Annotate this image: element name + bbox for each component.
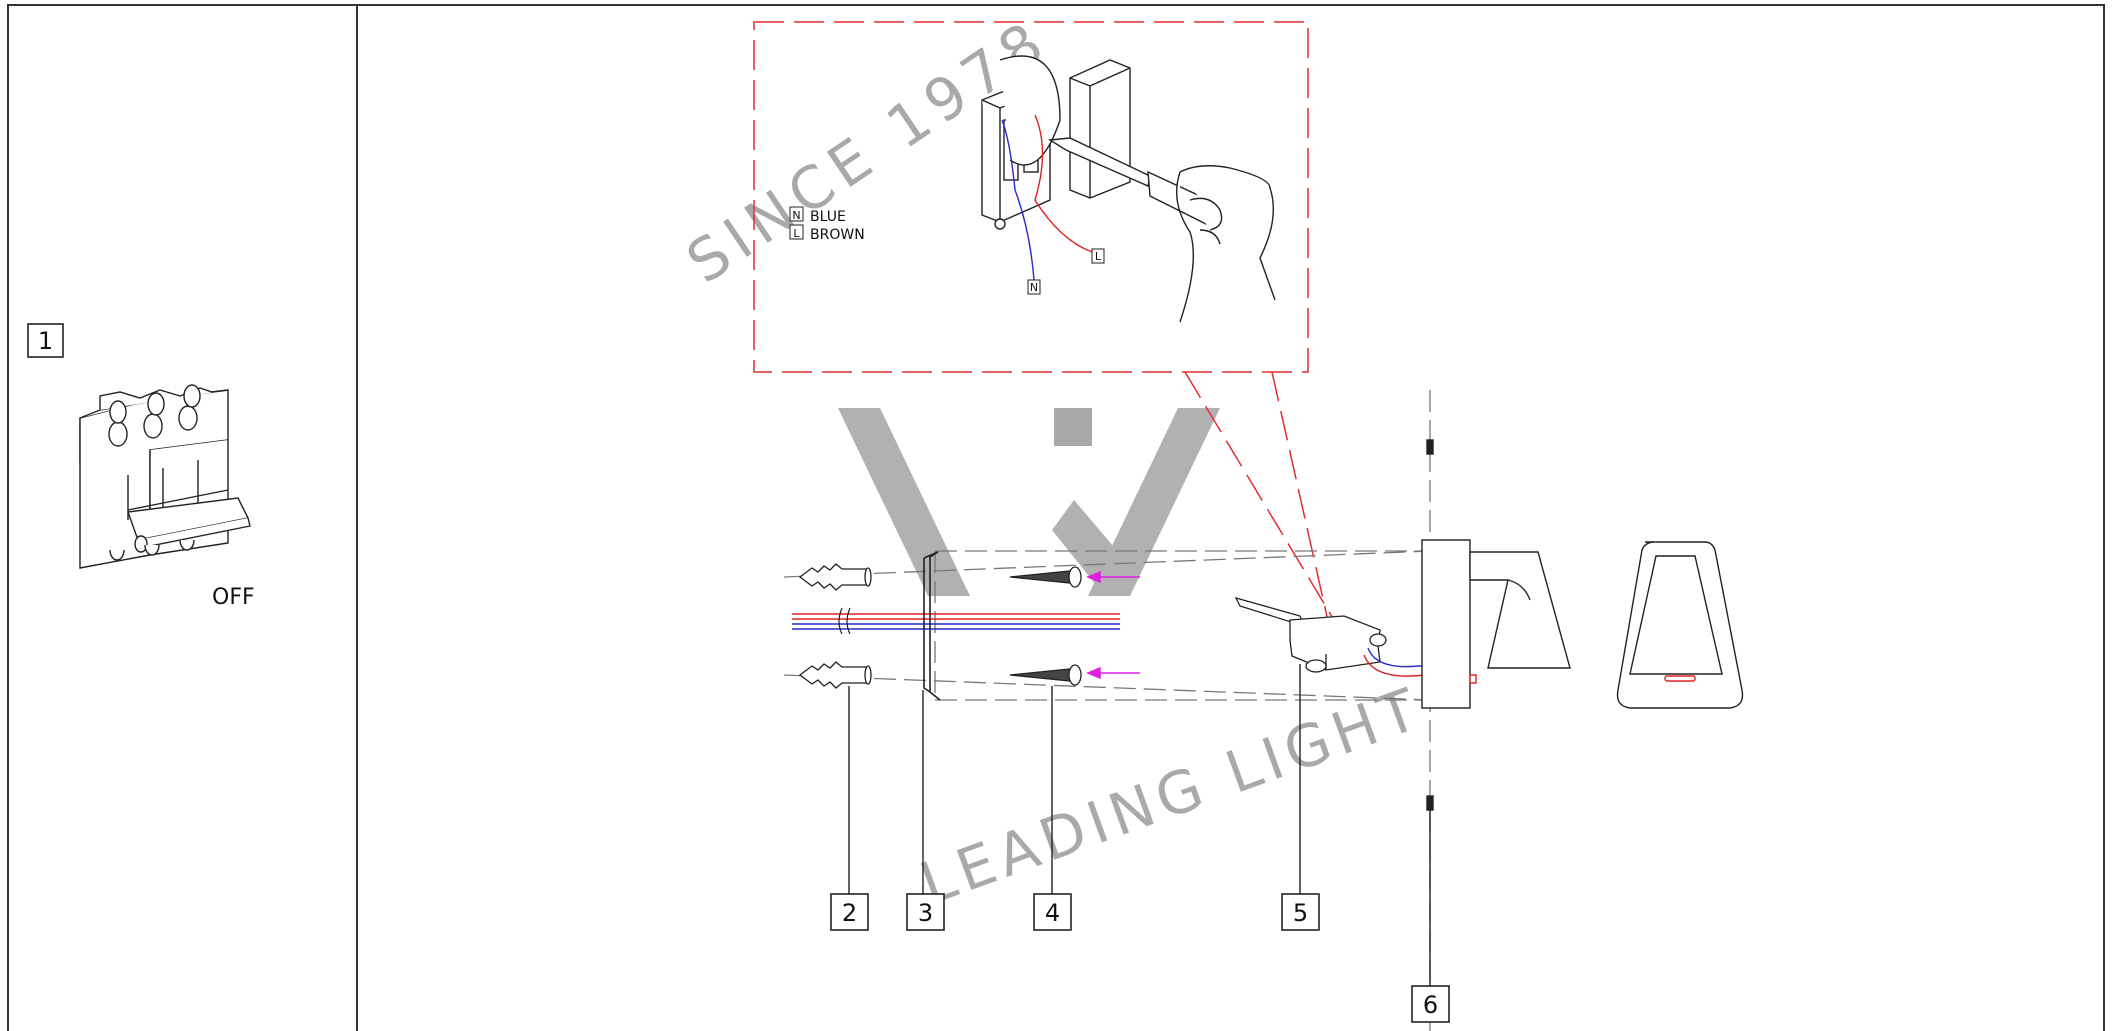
inset-leader-left bbox=[1184, 371, 1341, 631]
wire-tag-l: L bbox=[1095, 250, 1102, 263]
wall-lamp-front-icon bbox=[1616, 541, 1744, 709]
step-1-number: 1 bbox=[38, 327, 53, 355]
callout-4: 4 bbox=[1033, 893, 1072, 931]
switch-state-label: OFF bbox=[212, 585, 255, 610]
screwdriver-hand-icon bbox=[1047, 137, 1276, 323]
callout-6: 6 bbox=[1411, 985, 1450, 1023]
legend-l-code: L bbox=[793, 227, 800, 240]
wire-tag-l-box bbox=[1091, 248, 1105, 264]
callout-leaders bbox=[848, 664, 1431, 986]
wire-tag-n-box bbox=[1027, 279, 1041, 295]
svg-text:6: 6 bbox=[1423, 991, 1438, 1019]
supply-cable bbox=[792, 607, 1120, 635]
wiring-detail-inset: N BLUE L BROWN L N bbox=[753, 21, 1341, 631]
terminal-block-icon bbox=[1234, 596, 1387, 673]
svg-text:3: 3 bbox=[918, 899, 933, 927]
wire-tag-n: N bbox=[1030, 281, 1038, 294]
inset-legend: N BLUE L BROWN bbox=[789, 206, 865, 243]
step-1-box bbox=[27, 323, 64, 358]
legend-n-code: N bbox=[792, 209, 800, 222]
callout-2: 2 bbox=[830, 893, 869, 931]
step-1-panel: 1 OFF bbox=[27, 323, 255, 610]
direction-arrows bbox=[1086, 570, 1140, 680]
callout-5: 5 bbox=[1281, 893, 1320, 931]
svg-text:4: 4 bbox=[1045, 899, 1060, 927]
legend-l-text: BROWN bbox=[810, 227, 865, 243]
legend-l-box bbox=[789, 224, 804, 240]
assembly-guides bbox=[783, 390, 1431, 1031]
terminal-live-lead bbox=[1363, 654, 1425, 677]
svg-text:2: 2 bbox=[842, 899, 857, 927]
watermark-logo-dot bbox=[1054, 408, 1092, 446]
legend-n-box bbox=[789, 206, 804, 222]
inset-frame bbox=[753, 21, 1309, 373]
inset-neutral-wire bbox=[1001, 119, 1035, 281]
junction-box-icon bbox=[981, 55, 1131, 230]
mounting-bracket-icon bbox=[923, 551, 941, 701]
circuit-breaker-icon bbox=[79, 384, 251, 569]
callout-3: 3 bbox=[906, 893, 945, 931]
watermark-bottom-text: LEADING LIGHT bbox=[912, 673, 1432, 918]
inset-live-wire bbox=[1034, 114, 1098, 253]
legend-n-text: BLUE bbox=[810, 209, 846, 225]
wall-lamp-icon bbox=[1421, 439, 1571, 811]
watermark-logo bbox=[838, 408, 1220, 596]
screw-icon bbox=[1009, 566, 1082, 686]
svg-text:5: 5 bbox=[1293, 899, 1308, 927]
inset-leader-right bbox=[1271, 371, 1331, 631]
terminal-neutral-lead bbox=[1367, 647, 1426, 668]
wall-plug-icon bbox=[798, 563, 872, 689]
sheet-border bbox=[7, 4, 2105, 1031]
